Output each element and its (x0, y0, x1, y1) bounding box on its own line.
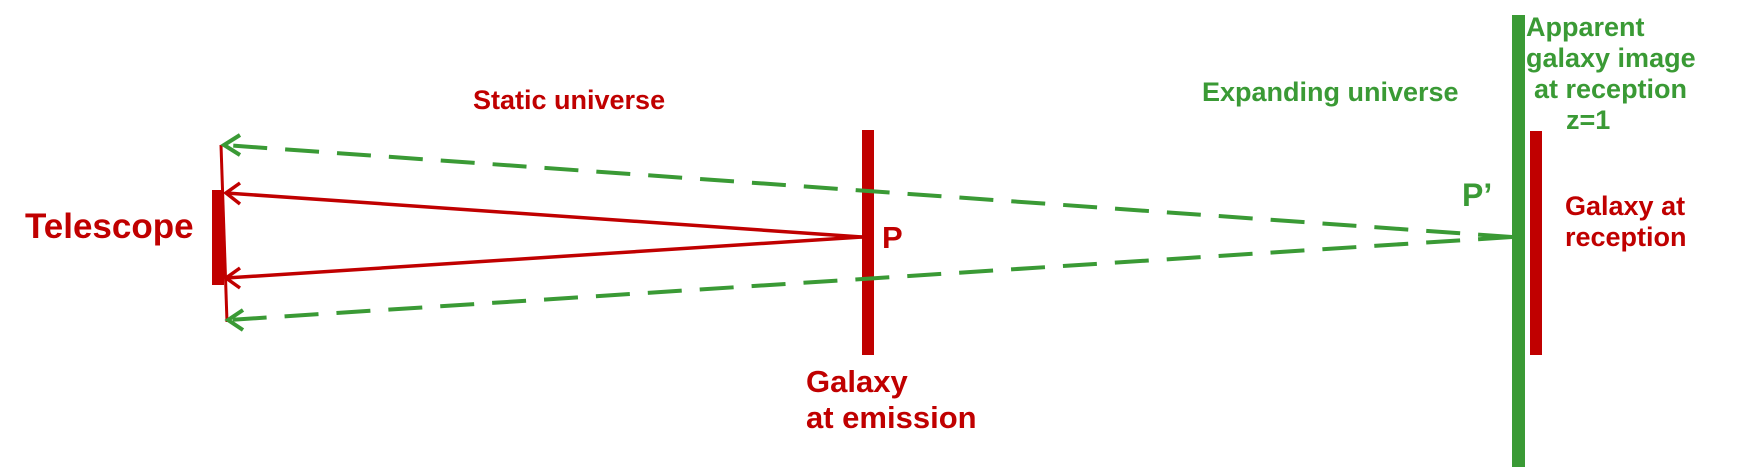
telescope-label: Telescope (25, 207, 194, 246)
static-universe-label: Static universe (473, 85, 666, 115)
galaxy-at-reception-bar (1530, 131, 1542, 355)
galaxy-at-emission-line2: at emission (806, 399, 977, 435)
static-universe-rays (222, 181, 863, 290)
expanding-ray-lower-arrowhead (224, 308, 245, 332)
expanding-universe-rays (220, 133, 1513, 332)
apparent-label-line1: Apparent (1526, 12, 1645, 42)
static-ray-lower-arrowhead (222, 266, 242, 290)
expanding-universe-label: Expanding universe (1202, 77, 1459, 107)
galaxy-at-reception-line1: Galaxy at (1565, 191, 1686, 221)
redshift-label: z=1 (1566, 105, 1611, 136)
static-ray-lower (225, 235, 863, 280)
expanding-ray-upper-arrowhead (220, 133, 242, 157)
apparent-label-line3: at reception (1534, 74, 1688, 105)
expanding-ray-upper (223, 143, 1513, 239)
apparent-galaxy-image-bar (1512, 15, 1525, 467)
point-p-prime-label: P’ (1462, 177, 1493, 213)
galaxy-at-reception-label: Galaxy at reception (1565, 191, 1687, 253)
telescope-bar (212, 190, 224, 285)
apparent-galaxy-image-label: Apparent galaxy image at reception z=1 (1526, 12, 1716, 136)
static-ray-upper-arrowhead (223, 181, 242, 206)
galaxy-at-emission-label: Galaxy at emission (806, 364, 977, 435)
galaxy-at-emission-bar (862, 130, 874, 355)
static-ray-upper (225, 191, 863, 239)
apparent-label-line2: galaxy image (1526, 43, 1696, 74)
expanding-ray-lower (227, 235, 1513, 322)
point-p-label: P (882, 220, 903, 255)
galaxy-at-emission-line1: Galaxy (806, 364, 908, 399)
telescope-aperture-line (219, 144, 229, 323)
galaxy-at-reception-line2: reception (1565, 222, 1687, 253)
